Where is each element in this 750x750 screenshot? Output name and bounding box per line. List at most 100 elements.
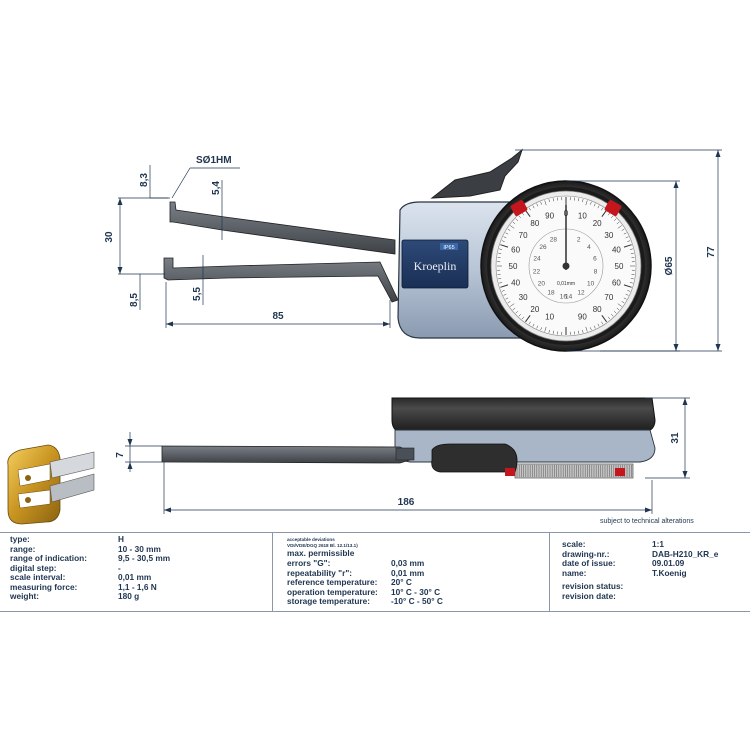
dial-tick [601,209,607,217]
dial-tick [510,303,515,307]
dial-tick [582,199,584,203]
dial-tick [582,329,584,333]
dial-outer-numeral: 70 [519,231,528,240]
dial-tick [601,315,607,323]
dial-outer-numeral: 20 [593,219,602,228]
tolerance-marker-left [510,200,528,216]
brand-text: Kroeplin [414,259,457,273]
ip-badge-text: IP65 [443,245,454,251]
dial-tick [499,248,503,250]
drawing-info-label: scale: [562,539,586,549]
dial-tick [585,200,588,206]
dial-outer-numeral: 20 [530,305,539,314]
dial-tick [501,290,505,292]
dial-outer-numeral: 90 [545,212,554,221]
spec-value: 180 g [118,591,140,601]
drawing-info-label: revision date: [562,590,616,601]
dial-tick [590,201,592,205]
spec-value: 0,01 mm [118,572,152,582]
dial-tick [625,293,629,296]
spec-label: measuring force: [10,581,78,592]
dial-tick [528,207,531,211]
dial-tick [548,199,550,203]
drawing-info-label: revision status: [562,581,624,591]
dial-outer-numeral: 50 [509,262,518,271]
dial-tick [597,205,600,209]
dial-center [562,262,570,270]
dial-tick [621,301,625,304]
tip-detail-illustration [7,444,95,525]
drawing-info-value: 1:1 [652,539,664,549]
deviation-label: storage temperature: [287,596,370,606]
dial-tick [623,297,627,300]
dial-outer-numeral: 30 [604,231,613,240]
dial-tick [501,240,505,242]
dial-inner-numeral: 28 [550,236,558,243]
brand-label [401,239,469,289]
dim-s01hm: SØ1HM [196,155,232,166]
dial-tick [610,215,614,219]
dial-tick [607,212,611,216]
dial-tick [578,330,580,334]
dial-inner-numeral: 22 [533,269,541,276]
side-arm [161,445,411,464]
dial-outer-numeral: 40 [511,278,520,287]
drawing-info-label: name: [562,567,587,578]
dial-outer-numeral: 60 [511,246,520,255]
tolerance-marker-right [604,200,622,216]
dial-outer-numeral: 80 [530,219,539,228]
dial-tick [532,323,535,327]
side-dimension-arrows [127,398,688,513]
deviation-title: max. permissible [287,548,355,558]
deviation-header-1: acceptable deviations [287,537,335,542]
spec-value: - [118,562,121,573]
spec-label: type: [10,534,30,544]
dial-tick [525,209,531,217]
dial-tick [544,326,547,332]
dial-tick [593,325,596,329]
dial-tick [505,297,509,300]
dial-tick [500,244,509,248]
dim-31: 31 [670,432,681,444]
dial-tick [544,200,547,206]
dial-inner-numeral: 2 [577,236,581,243]
dial-inner-numeral: 8 [594,269,598,276]
drawing-info-value: DAB-H210_KR_e [652,548,719,559]
spec-label: range: [10,543,36,554]
deviation-label: reference temperature: [287,577,378,587]
dial-tick [593,203,596,207]
dial-tick [528,321,531,325]
front-dimension-lines [118,149,722,352]
dial-tick [590,327,592,331]
drawing-info-label: date of issue: [562,558,616,568]
dial-tick [536,203,539,207]
dial-tick [621,228,625,231]
dial-inner-numeral: 14 [565,293,573,300]
dial-tick [601,207,604,211]
dial-outer-numeral: 10 [545,312,554,321]
dial-tick [627,290,631,292]
dim-186: 186 [398,497,415,508]
dial-tick [607,316,611,320]
dial-tick [585,326,588,332]
dial-outer-numeral: 90 [578,312,587,321]
dial-tick [601,321,604,325]
dial-tick [613,310,617,314]
dial-outer-scale: 9001080207030604050504060307020801090 [509,209,624,321]
lower-arm [163,257,399,303]
dial-tick [623,284,632,288]
dim-5-5: 5,5 [192,287,203,301]
dial-inner-numeral: 4 [587,244,591,251]
dial-tick [610,313,614,317]
dial-tick [500,284,509,288]
dial-tick [540,327,542,331]
deviation-label: errors "G": [287,558,331,568]
dial-tick [518,313,522,317]
dial-tick [510,225,515,229]
dial-unit-label: 0,01mm [557,281,575,287]
dial-inner-numeral: 12 [577,289,585,296]
dial-outer-numeral: 40 [612,246,621,255]
dial-tick [616,307,620,311]
